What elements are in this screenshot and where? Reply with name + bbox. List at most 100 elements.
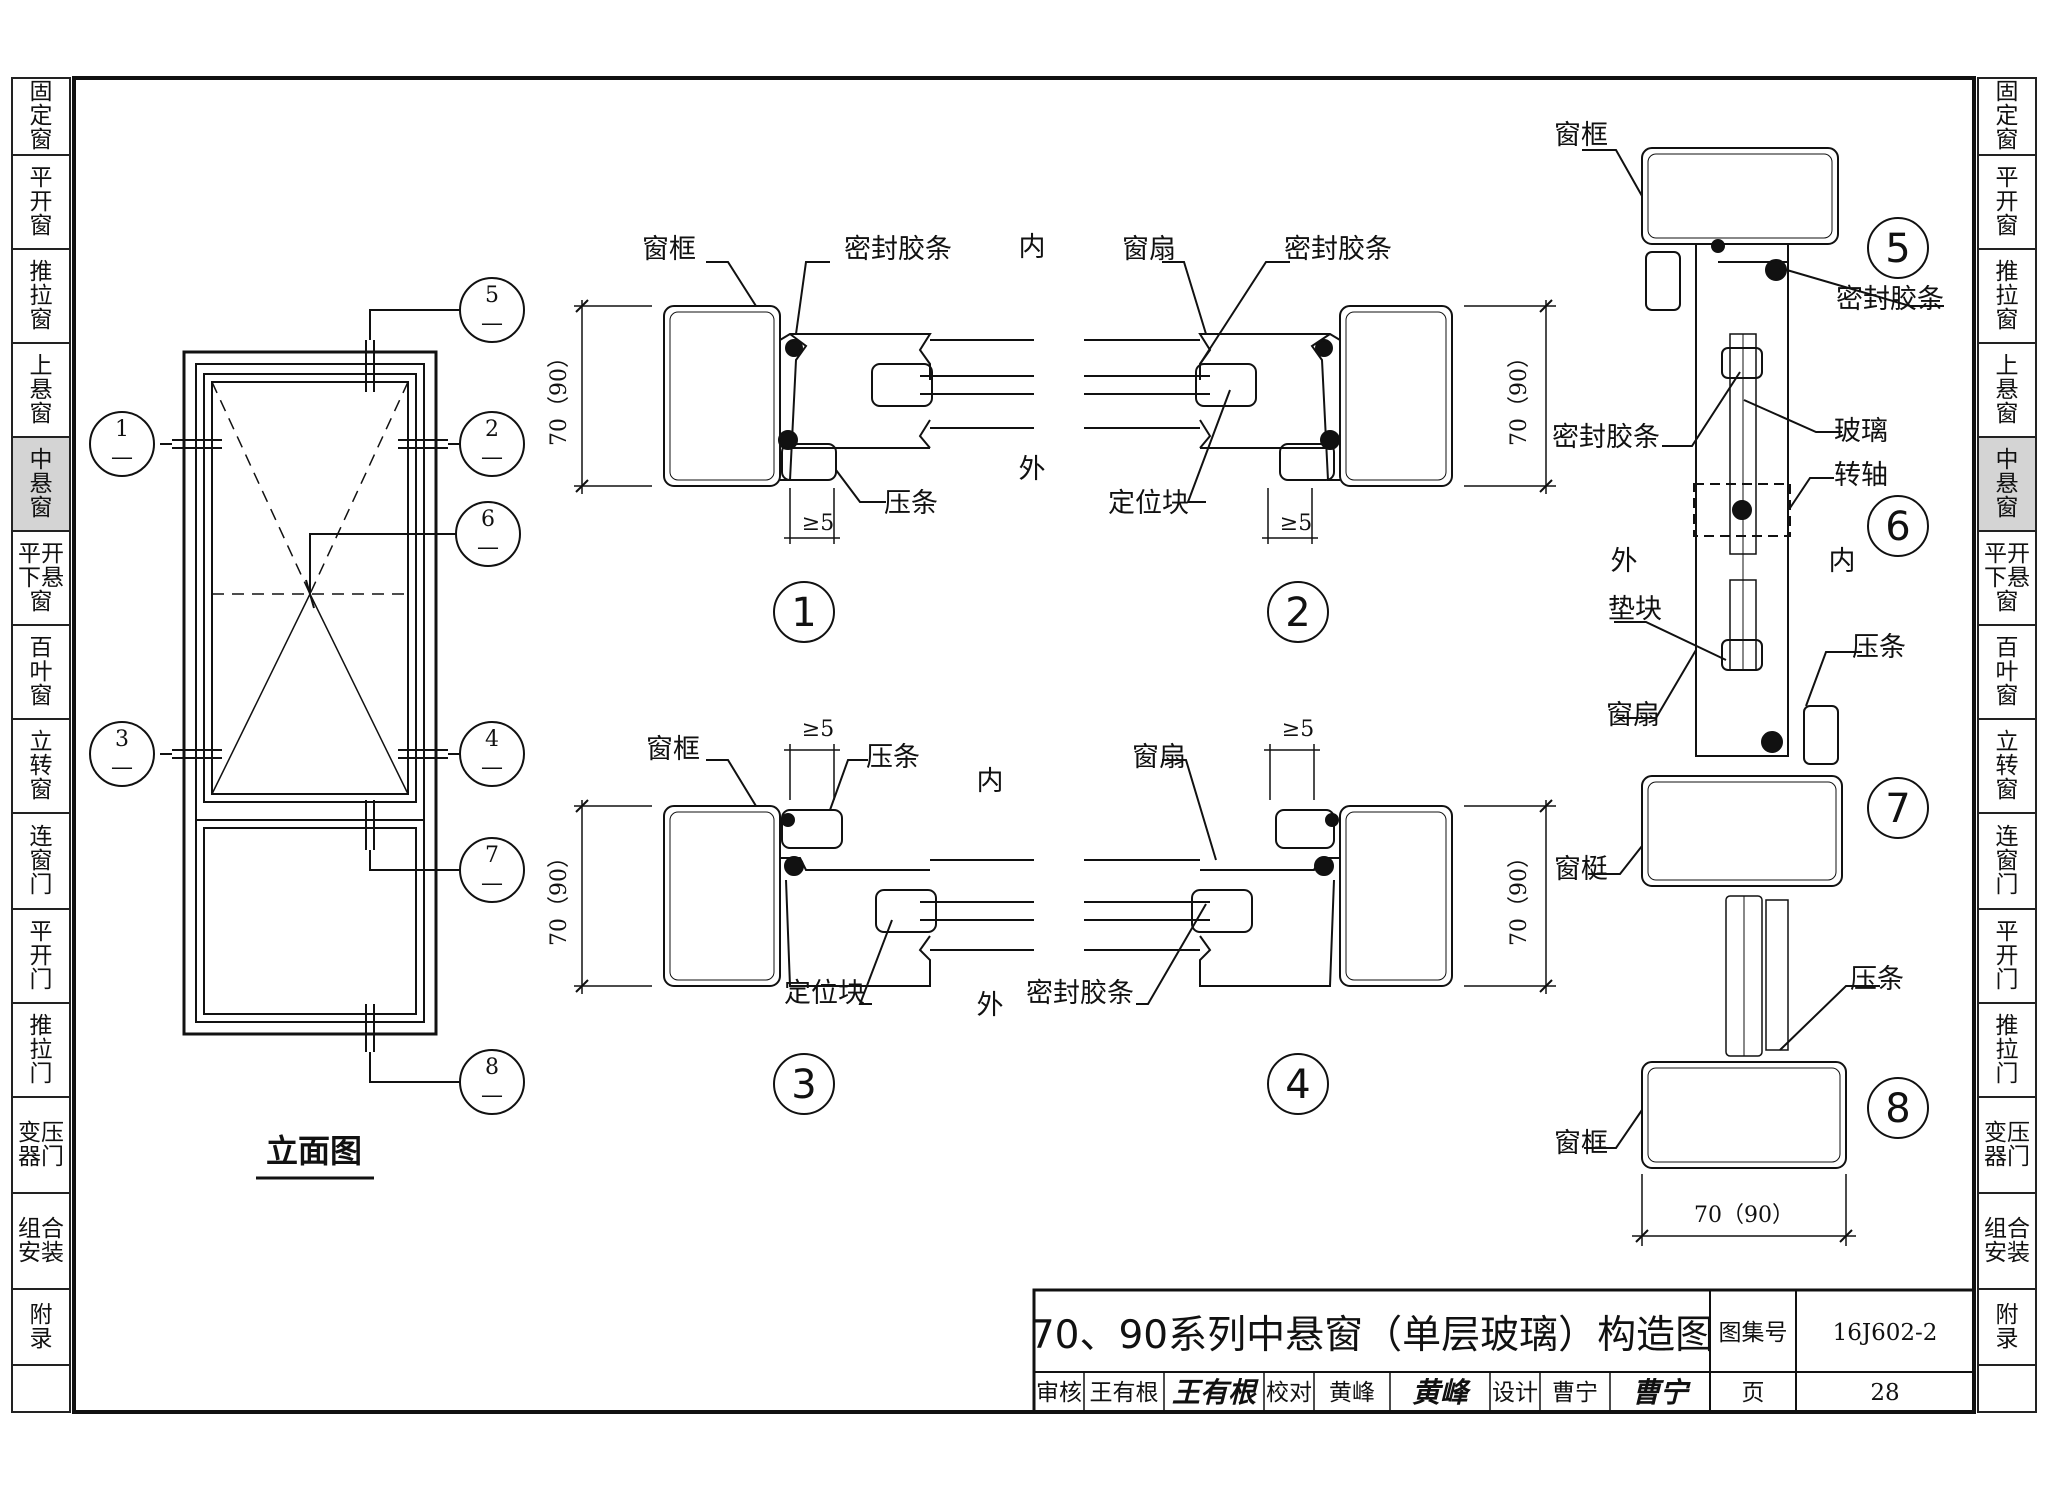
detail-6-inside-label: 内 (1829, 546, 1856, 577)
detail-2-dim-gap: ≥5 (1280, 511, 1312, 536)
detail-3-bead-label: 压条 (866, 742, 920, 773)
left-tab-11[interactable]: 变压 器门 (12, 1098, 70, 1194)
right-tab-11[interactable]: 变压 器门 (1978, 1098, 2036, 1194)
left-tab-3[interactable]: 上 悬 窗 (12, 344, 70, 438)
right-tab-12[interactable]: 组合 安装 (1978, 1194, 2036, 1290)
left-tab-label: 附 录 (29, 1302, 53, 1352)
right-tab-label: 附 录 (1995, 1302, 2019, 1352)
detail-number-6: 6 (1867, 495, 1929, 557)
svg-text:—: — (481, 445, 503, 470)
right-tab-label: 中 悬 窗 (1995, 447, 2019, 521)
svg-text:—: — (111, 755, 133, 780)
drawing-border (72, 76, 1976, 1414)
review-signature: 王有根 (1172, 1376, 1259, 1409)
left-category-tabs: 固 定 窗平 开 窗推 拉 窗上 悬 窗中 悬 窗平开 下悬 窗百 叶 窗立 转… (12, 78, 70, 1366)
right-tab-3[interactable]: 上 悬 窗 (1978, 344, 2036, 438)
svg-text:1: 1 (791, 590, 816, 636)
detail-number-1: 1 (773, 581, 835, 643)
right-tab-label: 平 开 窗 (1995, 165, 2019, 239)
right-tab-2[interactable]: 推 拉 窗 (1978, 250, 2036, 344)
callout-5: 5 — (459, 277, 525, 343)
left-tab-label: 上 悬 窗 (29, 353, 53, 427)
elevation-title: 立面图 (266, 1132, 362, 1170)
detail-1-outside-label: 外 (1019, 454, 1046, 485)
right-tab-10[interactable]: 推 拉 门 (1978, 1004, 2036, 1098)
detail-3-locator-label: 定位块 (784, 978, 865, 1009)
left-tab-label: 组合 安装 (18, 1216, 64, 1266)
detail-6-seal-label: 密封胶条 (1552, 422, 1660, 453)
right-category-tabs: 固 定 窗平 开 窗推 拉 窗上 悬 窗中 悬 窗平开 下悬 窗百 叶 窗立 转… (1978, 78, 2036, 1366)
detail-6-glass-label: 玻璃 (1834, 416, 1888, 447)
detail-3-outside-label: 外 (977, 990, 1004, 1021)
detail-6-pivot-label: 转轴 (1834, 460, 1888, 491)
detail-7-mullion-label: 窗梃 (1554, 854, 1608, 885)
right-tab-0[interactable]: 固 定 窗 (1978, 78, 2036, 156)
left-tab-label: 固 定 窗 (29, 79, 53, 153)
left-tab-5[interactable]: 平开 下悬 窗 (12, 532, 70, 626)
svg-text:6: 6 (1885, 504, 1910, 550)
detail-6-pad-label: 垫块 (1608, 594, 1662, 625)
right-tab-4[interactable]: 中 悬 窗 (1978, 438, 2036, 532)
left-tab-label: 立 转 窗 (29, 729, 53, 803)
left-tab-2[interactable]: 推 拉 窗 (12, 250, 70, 344)
atlas-label: 图集号 (1719, 1320, 1788, 1346)
left-tab-label: 平 开 窗 (29, 165, 53, 239)
callout-7: 7 — (459, 837, 525, 903)
right-tab-9[interactable]: 平 开 门 (1978, 910, 2036, 1004)
detail-3 (574, 744, 1034, 1005)
check-name: 黄峰 (1329, 1380, 1375, 1406)
detail-4-dim-height: 70（90） (1507, 846, 1532, 946)
drawing-title: 70、90系列中悬窗（单层玻璃）构造图 (1030, 1313, 1714, 1358)
right-tab-8[interactable]: 连 窗 门 (1978, 814, 2036, 910)
left-tab-column (11, 77, 71, 1413)
left-tab-label: 百 叶 窗 (29, 635, 53, 709)
detail-8-bead-label: 压条 (1850, 964, 1904, 995)
right-tab-5[interactable]: 平开 下悬 窗 (1978, 532, 2036, 626)
left-tab-13[interactable]: 附 录 (12, 1290, 70, 1366)
left-tab-0[interactable]: 固 定 窗 (12, 78, 70, 156)
atlas-number: 16J602-2 (1833, 1320, 1938, 1346)
left-tab-7[interactable]: 立 转 窗 (12, 720, 70, 814)
title-block (1032, 1288, 1976, 1414)
review-name: 王有根 (1090, 1380, 1159, 1406)
right-tab-1[interactable]: 平 开 窗 (1978, 156, 2036, 250)
detail-2-seal-label: 密封胶条 (1284, 234, 1392, 265)
detail-5-frame-label: 窗框 (1554, 120, 1608, 151)
right-tab-13[interactable]: 附 录 (1978, 1290, 2036, 1366)
detail-2 (1084, 261, 1556, 544)
right-tab-label: 推 拉 门 (1995, 1013, 2019, 1087)
left-tab-8[interactable]: 连 窗 门 (12, 814, 70, 910)
left-tab-label: 推 拉 窗 (29, 259, 53, 333)
left-tab-label: 平开 下悬 窗 (18, 541, 64, 615)
left-tab-1[interactable]: 平 开 窗 (12, 156, 70, 250)
right-tab-label: 百 叶 窗 (1995, 635, 2019, 709)
elevation-view (160, 309, 460, 1083)
callout-1: 1 — (89, 411, 155, 477)
svg-text:5: 5 (1885, 226, 1910, 272)
detail-2-dim-height: 70（90） (1507, 346, 1532, 446)
right-tab-label: 立 转 窗 (1995, 729, 2019, 803)
left-tab-6[interactable]: 百 叶 窗 (12, 626, 70, 720)
right-tab-7[interactable]: 立 转 窗 (1978, 720, 2036, 814)
left-tab-12[interactable]: 组合 安装 (12, 1194, 70, 1290)
detail-6-bead-label: 压条 (1852, 632, 1906, 663)
right-tab-label: 组合 安装 (1984, 1216, 2030, 1266)
design-label: 设计 (1492, 1380, 1538, 1406)
callout-6: 6 — (455, 501, 521, 567)
svg-text:1: 1 (115, 417, 129, 442)
detail-6-sash-label: 窗扇 (1606, 700, 1660, 731)
detail-5-seal-label: 密封胶条 (1836, 284, 1944, 315)
right-tab-6[interactable]: 百 叶 窗 (1978, 626, 2036, 720)
detail-1-dim-height: 70（90） (547, 346, 572, 446)
svg-text:—: — (481, 871, 503, 896)
detail-1-dim-gap: ≥5 (802, 511, 834, 536)
page-number: 28 (1870, 1380, 1899, 1406)
left-tab-label: 连 窗 门 (29, 824, 53, 898)
right-tab-label: 上 悬 窗 (1995, 353, 2019, 427)
check-signature: 黄峰 (1412, 1376, 1472, 1409)
design-signature: 曹宁 (1632, 1376, 1691, 1409)
left-tab-4[interactable]: 中 悬 窗 (12, 438, 70, 532)
left-tab-9[interactable]: 平 开 门 (12, 910, 70, 1004)
left-tab-10[interactable]: 推 拉 门 (12, 1004, 70, 1098)
svg-text:—: — (481, 755, 503, 780)
